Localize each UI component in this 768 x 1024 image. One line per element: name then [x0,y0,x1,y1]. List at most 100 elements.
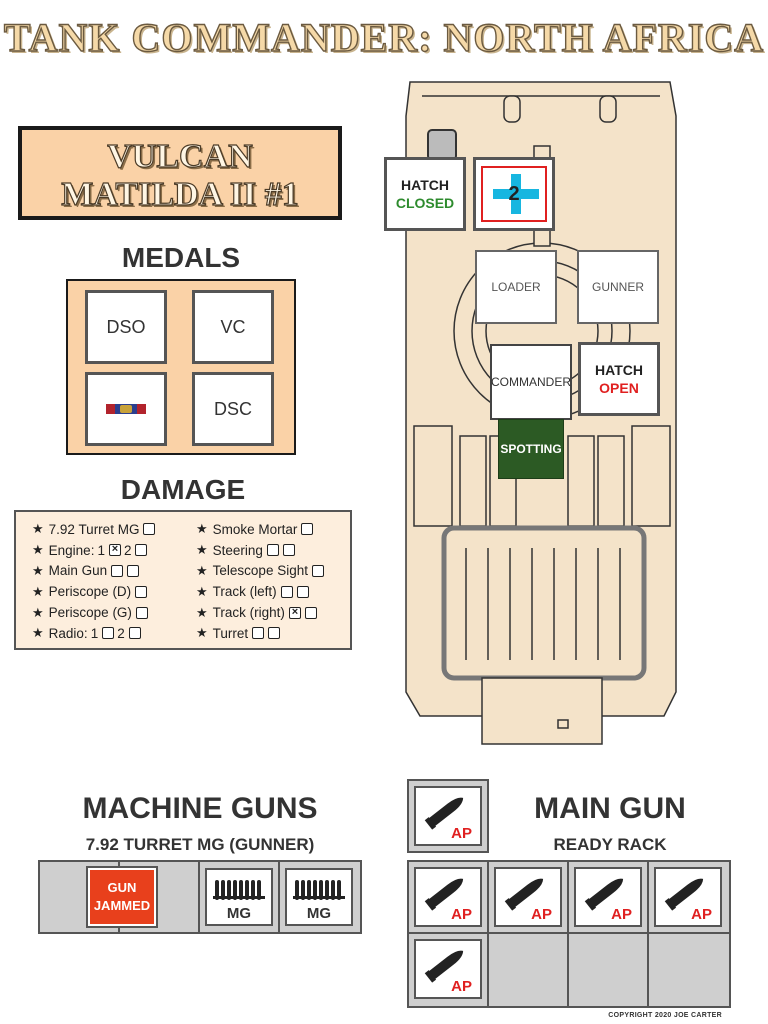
star-icon: ★ [196,562,208,578]
damage-checkbox[interactable] [111,564,124,577]
damage-column-right: ★Smoke Mortar★Steering★Telescope Sight★T… [196,519,324,644]
star-icon: ★ [196,583,208,599]
damage-checkbox[interactable] [268,627,281,640]
tank-name-plate: VULCAN MATILDA II #1 [18,126,342,220]
hatch-driver-closed[interactable]: HATCH CLOSED [384,157,466,231]
jammed-line2: JAMMED [93,898,151,913]
damage-checkbox[interactable] [127,564,140,577]
ready-rack-slot[interactable]: AP [569,862,649,934]
damage-item: ★Track (left) [196,581,324,602]
ap-card-label: AP [451,906,472,923]
ap-round-card[interactable]: AP [494,867,562,927]
damage-box-number: 2 [117,625,125,641]
star-icon: ★ [196,521,208,537]
damage-item: ★Steering [196,540,324,561]
ready-rack-slot[interactable]: AP [409,862,489,934]
damage-label: Main Gun [48,563,108,579]
damage-box-number: 1 [90,625,99,641]
driver-position-card[interactable]: 2 [473,157,555,231]
damage-checkbox[interactable] [135,606,148,619]
medal-vc[interactable]: VC [192,290,274,364]
ap-card-label: AP [451,825,472,842]
damage-item: ★Periscope (G) [32,602,155,623]
damage-label: 7.92 Turret MG [48,521,140,537]
ready-rack-slot[interactable]: AP [409,934,489,1006]
hatch-commander-open[interactable]: HATCH OPEN [578,342,660,416]
game-title: TANK COMMANDER: NORTH AFRICA [3,14,765,60]
damage-checkbox[interactable] [252,627,265,640]
gunner-label: GUNNER [591,280,644,294]
loader-slot[interactable]: LOADER [475,250,557,324]
damage-label: Track (left) [212,584,277,600]
damage-checkbox-checked[interactable]: × [288,606,301,619]
medal-ribbon[interactable] [85,372,167,446]
tank-name-line2: MATILDA II #1 [61,175,300,213]
damage-column-left: ★7.92 Turret MG★Engine:1×2★Main Gun★Peri… [32,519,156,644]
damage-label: Telescope Sight [212,563,308,579]
copyright: COPYRIGHT 2020 JOE CARTER [608,1012,722,1019]
ap-shell-icon [424,797,464,830]
mg-ammo-card[interactable]: MG [285,868,353,926]
ap-round-card[interactable]: AP [414,939,482,999]
star-icon: ★ [32,542,44,558]
damage-checkbox[interactable] [102,627,115,640]
ap-round-card[interactable]: AP [574,867,642,927]
medal-dso[interactable]: DSO [85,290,167,364]
tank-name-line1: VULCAN [107,137,254,175]
hatch-label: HATCH [401,177,449,193]
mg-ammo-card[interactable]: MG [205,868,273,926]
damage-checkbox[interactable] [128,627,141,640]
star-icon: ★ [196,542,208,558]
ready-rack-slot[interactable] [489,934,569,1006]
damage-checkbox-checked[interactable]: × [108,544,121,557]
hatch-label: HATCH [595,362,643,378]
damage-label: Steering [212,542,263,558]
jammed-line1: GUN [107,880,137,895]
damage-item: ★Telescope Sight [196,561,324,582]
spotting-marker[interactable]: SPOTTING [498,419,564,479]
damage-box-number: 2 [123,542,132,558]
mg-slot-4[interactable]: MG [280,862,360,932]
ready-rack-slot[interactable] [649,934,729,1006]
damage-label: Smoke Mortar [212,521,298,537]
damage-checkbox[interactable] [266,544,279,557]
main-gun-loaded-slot[interactable]: AP [407,779,489,853]
damage-checkbox[interactable] [143,523,156,536]
damage-item: ★Engine:1×2 [32,540,155,561]
damage-item: ★Turret [196,623,324,644]
gun-jammed-marker[interactable]: GUN JAMMED [86,866,158,928]
medal-dsc[interactable]: DSC [192,372,274,446]
ready-rack-slot[interactable] [569,934,649,1006]
damage-checkbox[interactable] [311,564,324,577]
damage-checkbox[interactable] [135,544,148,557]
gunner-slot[interactable]: GUNNER [577,250,659,324]
ready-rack-slot[interactable]: AP [489,862,569,934]
damage-checkbox[interactable] [301,523,314,536]
ap-card-label: AP [691,906,712,923]
star-icon: ★ [196,625,208,641]
position-marker: 2 [481,166,547,222]
star-icon: ★ [32,625,44,641]
commander-slot[interactable]: COMMANDER [490,344,572,420]
ammo-belt-icon [293,880,345,900]
medals-title: MEDALS [121,242,241,273]
damage-checkbox[interactable] [304,606,317,619]
damage-checkbox[interactable] [296,585,309,598]
ammo-belt-icon [213,880,265,900]
main-gun-subtitle: READY RACK [553,835,667,854]
mg-slot-3[interactable]: MG [200,862,280,932]
mg-slot-2[interactable] [120,862,200,932]
ap-round-card[interactable]: AP [414,867,482,927]
damage-checkbox[interactable] [280,585,293,598]
star-icon: ★ [32,562,44,578]
star-icon: ★ [196,604,208,620]
damage-title: DAMAGE [120,474,246,505]
damage-checkbox[interactable] [282,544,295,557]
ap-round-card[interactable]: AP [414,786,482,846]
damage-checkbox[interactable] [135,585,148,598]
ap-card-label: AP [451,978,472,995]
damage-label: Track (right) [212,605,285,621]
ap-round-card[interactable]: AP [654,867,722,927]
ready-rack-slot[interactable]: AP [649,862,729,934]
damage-panel: ★7.92 Turret MG★Engine:1×2★Main Gun★Peri… [14,510,352,650]
